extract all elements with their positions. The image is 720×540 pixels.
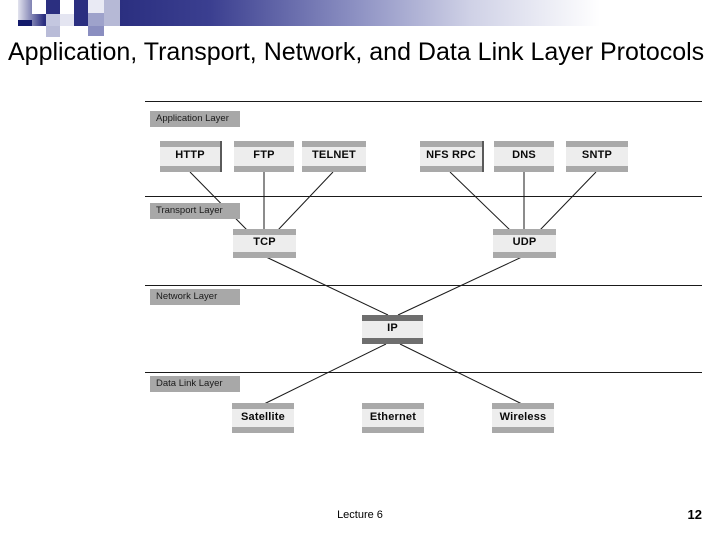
protocol-box-tcp[interactable]: TCP	[233, 229, 296, 258]
decor-square-pale-b	[46, 14, 60, 26]
decor-square-pale-d	[60, 14, 74, 26]
decor-square-pale-a	[32, 0, 46, 14]
protocol-label-dns: DNS	[512, 149, 536, 161]
divider-datalink	[145, 372, 702, 373]
protocol-label-http: HTTP	[175, 149, 205, 161]
layer-label-network: Network Layer	[150, 289, 240, 305]
line-ip-wireless	[399, 343, 523, 405]
divider-transport	[145, 196, 702, 197]
footer-lecture-label: Lecture 6	[337, 509, 383, 521]
protocol-label-sntp: SNTP	[581, 149, 613, 161]
decor-square-pale-g	[74, 26, 88, 37]
decor-square-lilac-b	[104, 0, 120, 26]
decor-square-pale-e	[46, 26, 60, 37]
decor-square-lilac-c	[88, 13, 104, 26]
protocol-label-nfs-rpc: NFS RPC	[426, 149, 476, 161]
protocol-box-dns[interactable]: DNS	[494, 141, 554, 172]
line-http-tcp	[189, 171, 248, 231]
protocol-label-wireless: Wireless	[499, 411, 547, 423]
protocol-label-ip: IP	[387, 322, 398, 334]
decor-square-navy-b	[88, 26, 104, 36]
header-gradient-band	[0, 0, 720, 26]
protocol-box-http[interactable]: HTTP	[160, 141, 220, 172]
protocol-label-udp: UDP	[512, 236, 537, 248]
protocol-box-wireless[interactable]: Wireless	[492, 403, 554, 433]
protocol-label-ethernet: Ethernet	[369, 411, 417, 423]
layer-label-datalink: Data Link Layer	[150, 376, 240, 392]
protocol-label-ftp: FTP	[253, 149, 275, 161]
layer-label-transport: Transport Layer	[150, 203, 240, 219]
page-number: 12	[687, 507, 702, 522]
decor-square-lilac-a	[88, 0, 104, 13]
decor-square-white-b	[0, 26, 46, 38]
protocol-box-nfs-rpc[interactable]: NFS RPC	[420, 141, 482, 172]
decor-square-white-a	[0, 0, 18, 26]
line-nfsrpc-udp	[449, 171, 511, 231]
protocol-box-ftp[interactable]: FTP	[234, 141, 294, 172]
divider-application	[145, 101, 702, 102]
protocol-label-tcp: TCP	[253, 236, 276, 248]
protocol-box-satellite[interactable]: Satellite	[232, 403, 294, 433]
decor-square-pale-f	[60, 26, 74, 37]
protocol-box-telnet[interactable]: TELNET	[302, 141, 366, 172]
protocol-box-udp[interactable]: UDP	[493, 229, 556, 258]
decor-square-pale-c	[60, 0, 74, 14]
page-title: Application, Transport, Network, and Dat…	[8, 38, 705, 66]
layer-label-application: Application Layer	[150, 111, 240, 127]
line-telnet-tcp	[277, 171, 334, 231]
divider-network	[145, 285, 702, 286]
protocol-box-ip[interactable]: IP	[362, 315, 423, 344]
line-sntp-udp	[539, 171, 597, 231]
protocol-label-telnet: TELNET	[312, 149, 356, 161]
line-ip-satellite	[263, 343, 387, 405]
protocol-box-ethernet[interactable]: Ethernet	[362, 403, 424, 433]
protocol-label-satellite: Satellite	[241, 411, 285, 423]
protocol-box-sntp[interactable]: SNTP	[566, 141, 628, 172]
